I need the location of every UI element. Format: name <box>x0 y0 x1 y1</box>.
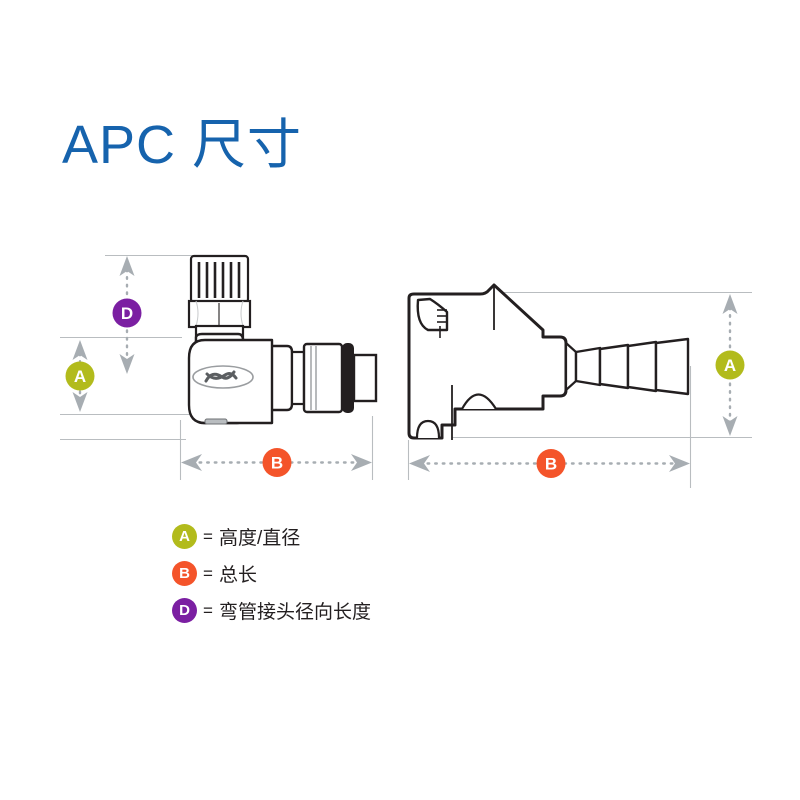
legend-equals-d: = <box>203 600 213 620</box>
legend-equals-a: = <box>203 526 213 546</box>
product-coupling-body <box>407 283 690 440</box>
dimension-a-left: A <box>65 340 95 412</box>
legend-badge-d: D <box>172 598 197 623</box>
svg-text:B: B <box>545 455 557 474</box>
right-extension-lines <box>407 291 752 488</box>
dimension-b-left: B <box>181 448 372 477</box>
dimension-a-right: A <box>715 294 745 436</box>
legend-item-a: A = 高度/直径 <box>172 518 371 555</box>
legend-text-a: 高度/直径 <box>218 528 301 549</box>
legend-text-b: 总长 <box>218 565 257 586</box>
marker-a-right-badge <box>715 350 745 380</box>
left-extension-lines <box>60 254 374 480</box>
legend: A = 高度/直径 B = 总长 D = 弯管接头径向长度 <box>172 518 371 629</box>
dimension-d-left: D <box>112 256 142 374</box>
legend-item-d: D = 弯管接头径向长度 <box>172 592 371 629</box>
page-title: APC 尺寸 <box>62 115 303 175</box>
marker-b-left-badge <box>262 448 292 477</box>
marker-b-right-badge <box>536 449 566 478</box>
legend-equals-b: = <box>203 563 213 583</box>
marker-a-left-badge <box>65 361 95 391</box>
svg-text:B: B <box>271 454 283 473</box>
legend-badge-a: A <box>172 524 197 549</box>
legend-badge-b: B <box>172 561 197 586</box>
legend-text-d: 弯管接头径向长度 <box>218 602 371 623</box>
svg-text:A: A <box>724 356 736 375</box>
marker-d-badge <box>112 298 142 328</box>
svg-text:A: A <box>74 367 86 386</box>
product-elbow-insert <box>187 254 378 425</box>
svg-text:D: D <box>121 304 133 323</box>
legend-item-b: B = 总长 <box>172 555 371 592</box>
dimension-b-right: B <box>409 449 690 478</box>
